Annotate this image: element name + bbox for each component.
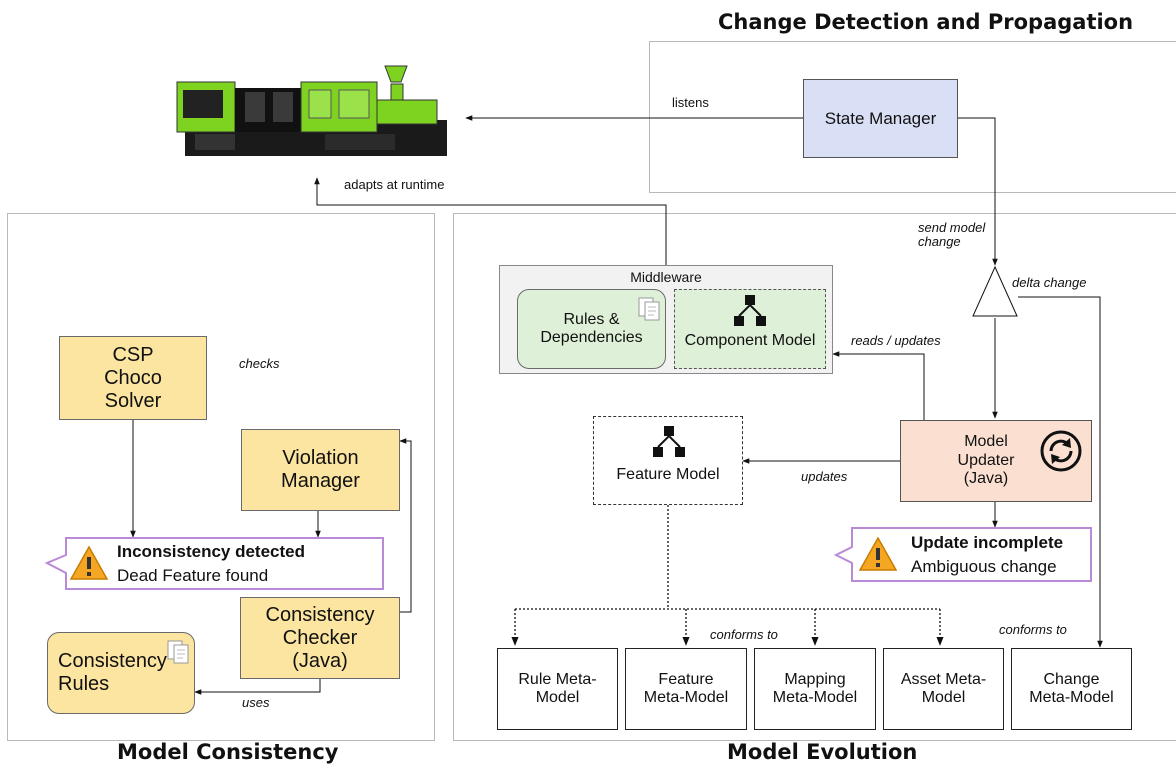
- feature-model-label: Feature Model: [616, 466, 720, 484]
- sync-icon: [1039, 429, 1083, 478]
- alert-callout-shape: [45, 537, 384, 590]
- update-alert-title: Update incomplete: [911, 533, 1064, 552]
- feature-meta-model-box: Feature Meta-Model: [625, 648, 747, 730]
- edge-reads-updates: [832, 351, 925, 420]
- consistency-rules-box: Consistency Rules: [47, 632, 195, 714]
- label-conforms-to-1: conforms to: [710, 627, 778, 642]
- csp-solver-label: CSP Choco Solver: [104, 343, 162, 412]
- update-alert-message: Ambiguous change: [911, 557, 1057, 576]
- label-delta-change: delta change: [1012, 275, 1087, 290]
- update-alert: Update incomplete Ambiguous change: [834, 527, 1092, 582]
- inconsistency-alert-message: Dead Feature found: [117, 566, 269, 585]
- label-conforms-to-2: conforms to: [999, 622, 1067, 637]
- rule-meta-model-label: Rule Meta-Model: [518, 670, 597, 706]
- asset-meta-model-box: Asset Meta-Model: [883, 648, 1004, 730]
- rule-meta-model-box: Rule Meta-Model: [497, 648, 618, 730]
- change-detection-panel: [649, 41, 1176, 193]
- inconsistency-alert: Inconsistency detected Dead Feature foun…: [45, 537, 384, 590]
- state-manager-box: State Manager: [803, 79, 958, 158]
- edge-delta-change: [1018, 296, 1103, 648]
- edge-adapts: [314, 177, 667, 265]
- consistency-checker-box: Consistency Checker (Java): [240, 597, 400, 679]
- model-evolution-panel: [453, 213, 1176, 741]
- component-model-label: Component Model: [684, 331, 816, 349]
- rules-dependencies-label: Rules & Dependencies: [540, 310, 643, 346]
- model-updater-label: Model Updater (Java): [957, 433, 1015, 488]
- asset-meta-model-label: Asset Meta-Model: [900, 670, 987, 706]
- violation-manager-label: Violation Manager: [281, 447, 360, 492]
- label-checks: checks: [239, 356, 280, 371]
- label-uses: uses: [242, 695, 270, 710]
- label-listens: listens: [672, 95, 709, 110]
- document-icon: [637, 296, 661, 327]
- edge-uses: [194, 679, 321, 695]
- model-consistency-title: Model Consistency: [117, 740, 339, 764]
- violation-manager-box: Violation Manager: [241, 429, 400, 511]
- middleware-label: Middleware: [630, 269, 702, 285]
- state-manager-label: State Manager: [824, 108, 937, 128]
- change-meta-model-label: Change Meta-Model: [1029, 670, 1114, 706]
- feature-meta-model-label: Feature Meta-Model: [643, 670, 729, 706]
- label-reads-updates: reads / updates: [851, 333, 941, 348]
- component-model-box: Component Model: [674, 289, 826, 369]
- mapping-meta-model-box: Mapping Meta-Model: [754, 648, 876, 730]
- change-meta-model-box: Change Meta-Model: [1011, 648, 1132, 730]
- label-updates: updates: [801, 469, 848, 484]
- alert-callout-shape: [834, 527, 1092, 582]
- csp-solver-box: CSP Choco Solver: [59, 336, 207, 420]
- mapping-meta-model-label: Mapping Meta-Model: [772, 670, 858, 706]
- middleware-box: Middleware Rules & Dependencies Componen…: [499, 265, 833, 374]
- warning-icon: [69, 545, 109, 586]
- inconsistency-alert-title: Inconsistency detected: [117, 542, 306, 561]
- edge-send-model-change: [958, 117, 998, 266]
- model-consistency-panel: [7, 213, 435, 741]
- rules-dependencies-box: Rules & Dependencies: [517, 289, 666, 369]
- delta-change-triangle: [972, 265, 1018, 317]
- hierarchy-icon: [652, 425, 686, 464]
- feature-model-box: Feature Model: [593, 416, 743, 505]
- consistency-checker-label: Consistency Checker (Java): [265, 603, 375, 672]
- hierarchy-icon: [733, 294, 767, 333]
- consistency-rules-label: Consistency Rules: [58, 650, 167, 695]
- warning-icon: [858, 536, 898, 577]
- document-icon: [166, 639, 190, 671]
- edge-checks: [399, 438, 412, 613]
- model-updater-box: Model Updater (Java): [900, 420, 1092, 502]
- label-adapts: adapts at runtime: [344, 177, 445, 192]
- model-evolution-title: Model Evolution: [727, 740, 918, 764]
- label-send-model-change: send model change: [918, 220, 986, 250]
- machine-image: [175, 62, 453, 162]
- change-detection-title: Change Detection and Propagation: [718, 10, 1134, 34]
